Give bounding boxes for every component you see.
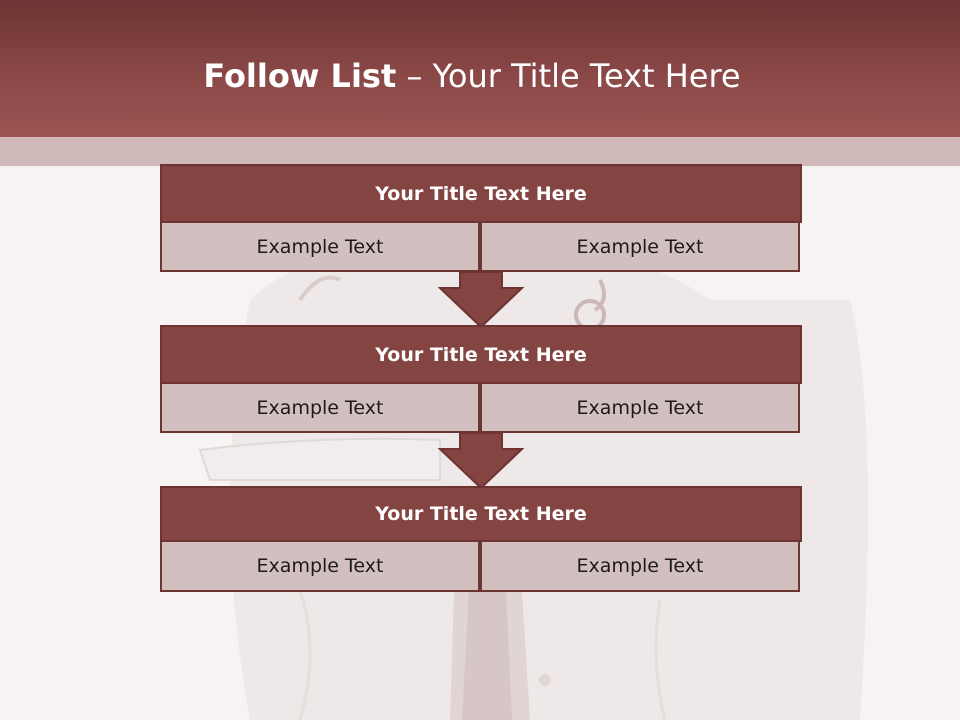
block-right-cell: Example Text [480, 382, 800, 433]
block-title: Your Title Text Here [160, 486, 802, 542]
list-block-3: Your Title Text Here Example Text Exampl… [160, 486, 802, 594]
arrow-down-icon [438, 433, 524, 489]
list-block-2: Your Title Text Here Example Text Exampl… [160, 325, 802, 433]
slide-title-rest: – Your Title Text Here [396, 57, 741, 95]
block-right-cell: Example Text [480, 221, 800, 272]
block-title: Your Title Text Here [160, 164, 802, 223]
header-bar [0, 0, 960, 137]
block-left-cell: Example Text [160, 221, 480, 272]
block-right-cell: Example Text [480, 540, 800, 592]
slide-title: Follow List – Your Title Text Here [0, 52, 944, 100]
arrow-down-icon [438, 272, 524, 328]
block-title: Your Title Text Here [160, 325, 802, 384]
list-block-1: Your Title Text Here Example Text Exampl… [160, 164, 802, 272]
slide-title-bold: Follow List [203, 57, 397, 95]
header-band [0, 137, 960, 166]
block-left-cell: Example Text [160, 540, 480, 592]
block-left-cell: Example Text [160, 382, 480, 433]
